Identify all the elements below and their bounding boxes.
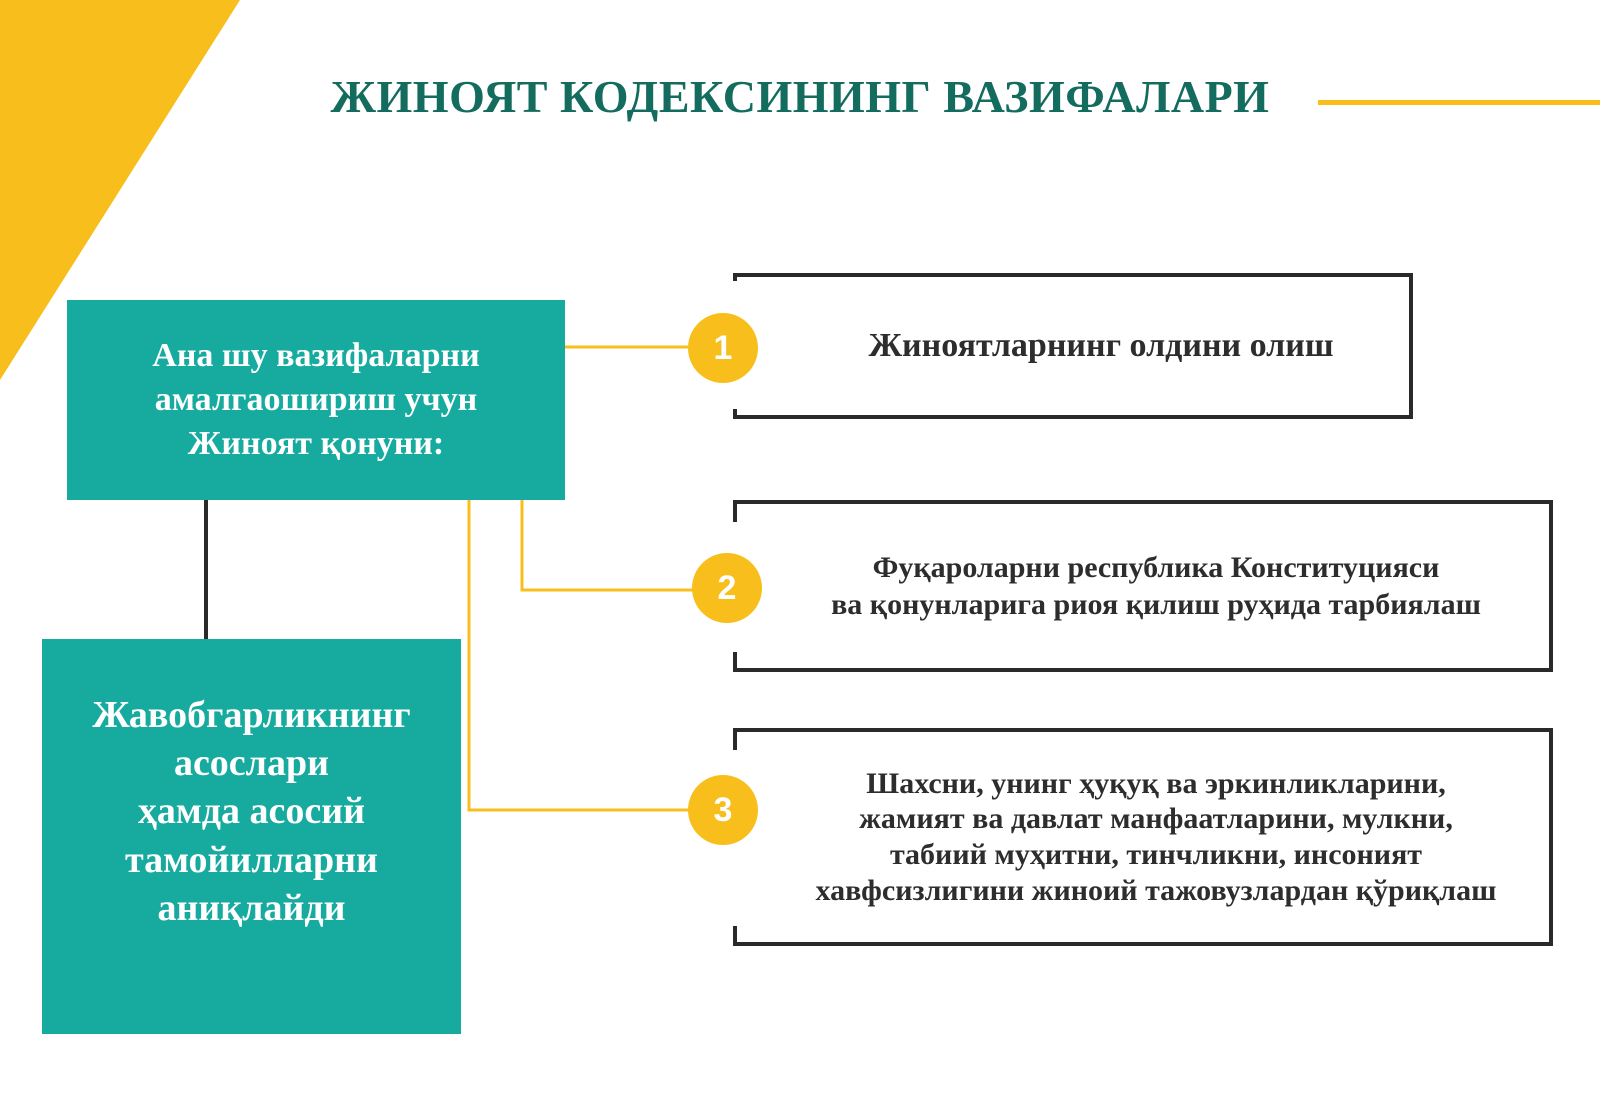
- task-box-3: Шахсни, унинг ҳуқуқ ва эркинликларини, ж…: [733, 728, 1553, 946]
- task-box-1-stub-bottom: [733, 409, 737, 419]
- task-3-text: табиий муҳитни, тинчликни, инсоният: [889, 838, 1423, 871]
- task-number-badge-3: 3: [688, 775, 758, 845]
- task-3-text: жамият ва давлат манфаатларини, мулкни,: [859, 802, 1453, 836]
- main-box: Ана шу вазифаларни амалгаошириш учун Жин…: [67, 300, 565, 500]
- page-title: ЖИНОЯТ КОДЕКСИНИНГ ВАЗИФАЛАРИ: [330, 71, 1270, 122]
- task-2-text: Фуқароларни республика Конституцияси: [872, 550, 1440, 584]
- task-number-badge-2: 2: [692, 553, 762, 623]
- task-3-text: Шахсни, унинг ҳуқуқ ва эркинликларини,: [866, 766, 1446, 800]
- task-box-2-stub-top: [733, 500, 737, 522]
- secondary-box-line: Жавобгарликнинг: [92, 693, 411, 736]
- main-box-line: Ана шу вазифаларни: [152, 336, 480, 374]
- task-1-text: Жиноятларнинг олдини олиш: [868, 327, 1334, 364]
- task-2-text: ва қонунларига риоя қилиш руҳида тарбиял…: [831, 588, 1481, 621]
- task-3-text: хавфсизлигини жиноий тажовузлардан қўриқ…: [815, 873, 1497, 907]
- task-number-badge-1: 1: [688, 313, 758, 383]
- task-box-3-stub-top: [733, 728, 737, 750]
- connector-task-2: [520, 500, 695, 592]
- main-box-line: Жиноят қонуни:: [187, 425, 445, 463]
- secondary-box-line: ҳамда асосий: [137, 790, 366, 833]
- task-box-3-stub-bottom: [733, 926, 737, 946]
- task-box-1-stub-top: [733, 273, 737, 281]
- secondary-box-line: аниқлайди: [157, 886, 346, 929]
- main-box-line: амалгаошириш учун: [154, 380, 478, 418]
- secondary-box-line: асослари: [173, 742, 330, 785]
- secondary-box: Жавобгарликнинг асослари ҳамда асосий та…: [42, 639, 461, 1034]
- task-box-1: Жиноятларнинг олдини олиш: [733, 273, 1413, 419]
- task-box-2-stub-bottom: [733, 652, 737, 672]
- task-box-2: Фуқароларни республика Конституцияси ва …: [733, 500, 1553, 672]
- connector-task-3: [467, 500, 690, 812]
- secondary-box-line: тамойилларни: [125, 838, 378, 881]
- title-underline: [1318, 100, 1600, 105]
